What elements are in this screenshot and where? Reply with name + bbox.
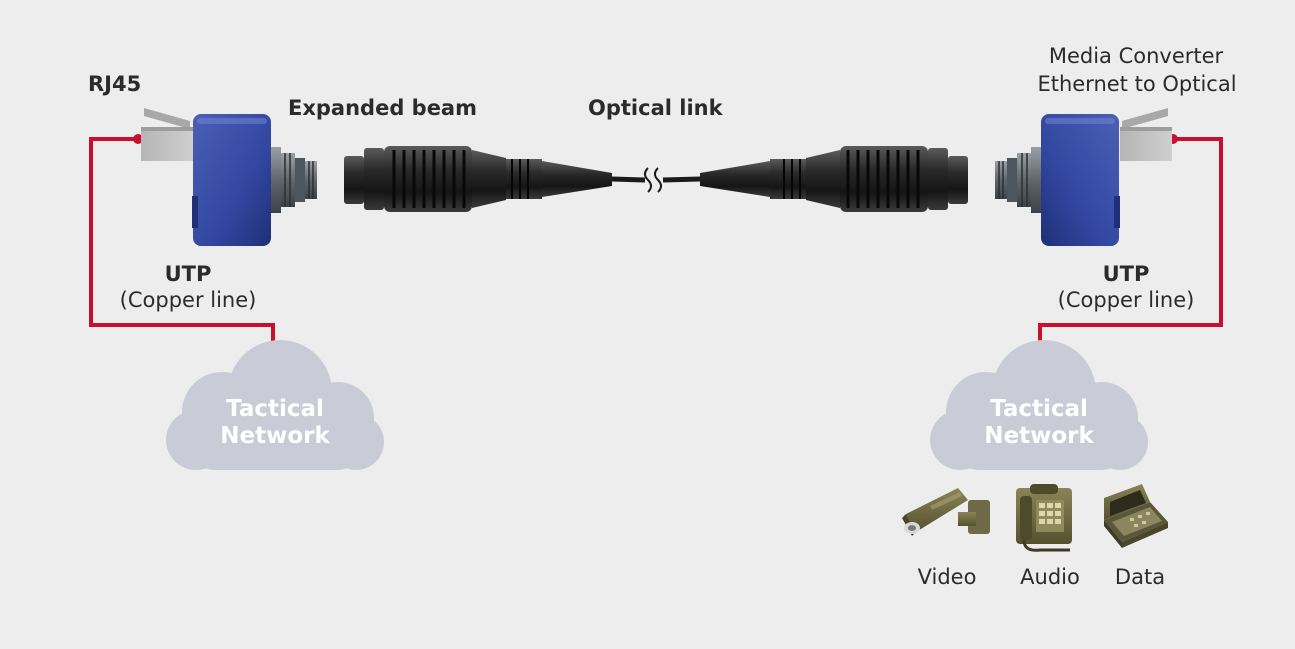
cloud-right-line2: Network [984, 423, 1094, 449]
device-label-data: Data [1114, 565, 1166, 589]
rj45-plug-left-icon [141, 108, 193, 161]
media-converter-left-icon [192, 114, 317, 246]
rj45-left-endpoint [133, 134, 143, 144]
media-converter-label-line1: Media Converter [1048, 44, 1224, 68]
expanded-beam-connector-right-icon [700, 146, 968, 212]
copper-line-right [1038, 137, 1223, 352]
rj45-plug-right-icon [1120, 108, 1172, 161]
device-label-audio: Audio [1020, 565, 1080, 589]
media-converter-label-line2: Ethernet to Optical [1037, 72, 1237, 96]
rj45-label: RJ45 [88, 72, 142, 96]
optical-cable [611, 167, 701, 193]
expanded-beam-label: Expanded beam [288, 96, 477, 120]
rugged-laptop-case-icon [1104, 484, 1168, 548]
cloud-left-line1: Tactical [226, 396, 324, 422]
copper-line-left [89, 137, 275, 352]
copper-line-label-left: (Copper line) [119, 288, 257, 312]
tactical-network-cloud-right-icon [930, 340, 1148, 470]
optical-link-label: Optical link [588, 96, 723, 120]
cloud-left-line2: Network [220, 423, 330, 449]
copper-line-label-right: (Copper line) [1057, 288, 1195, 312]
media-converter-right-icon [995, 114, 1120, 246]
expanded-beam-connector-left-icon [344, 146, 612, 212]
utp-label-left: UTP [164, 262, 212, 286]
cctv-camera-icon [902, 488, 990, 536]
tactical-network-cloud-left-icon [166, 340, 384, 470]
cloud-right-line1: Tactical [990, 396, 1088, 422]
utp-label-right: UTP [1102, 262, 1150, 286]
field-telephone-icon [1016, 484, 1072, 552]
device-label-video: Video [917, 565, 977, 589]
